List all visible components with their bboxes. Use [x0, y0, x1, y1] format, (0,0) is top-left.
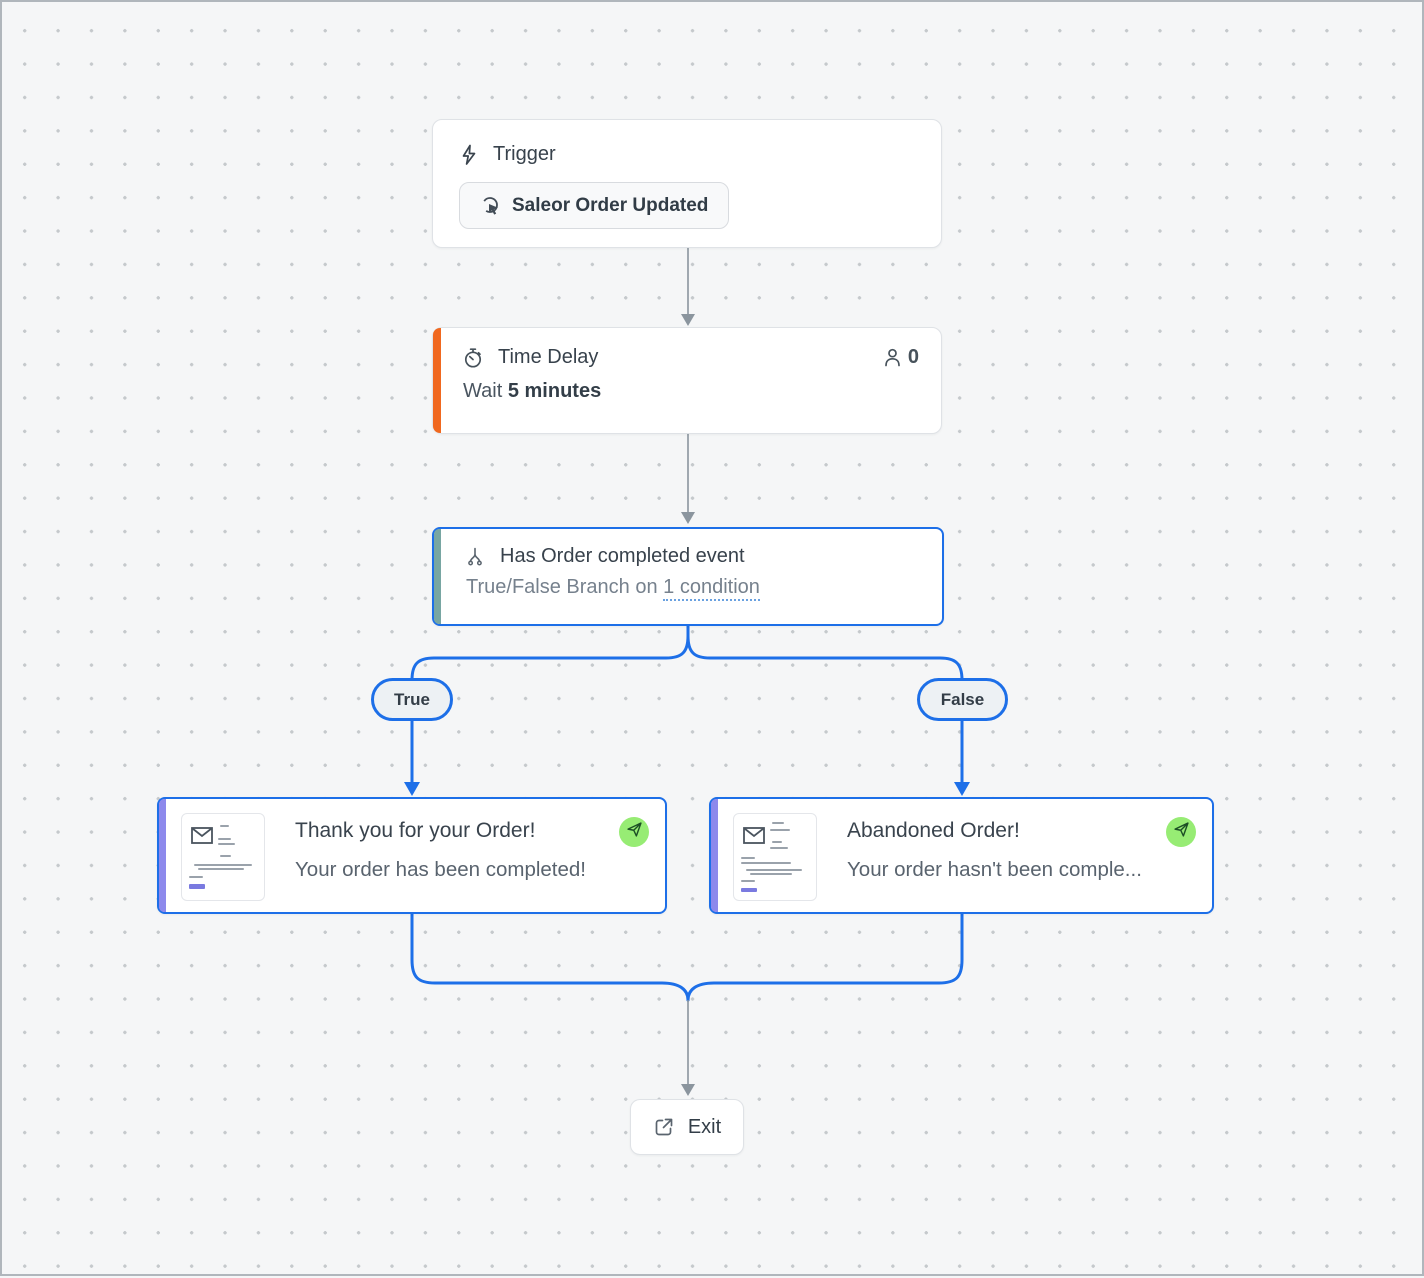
bolt-icon — [459, 144, 479, 166]
trigger-event-label: Saleor Order Updated — [512, 194, 709, 216]
condition-node[interactable]: Has Order completed event True/False Bra… — [432, 527, 944, 626]
branch-fork-icon — [466, 546, 484, 567]
envelope-icon — [191, 827, 213, 849]
email-accent-stripe — [711, 799, 718, 912]
trigger-node[interactable]: Trigger Saleor Order Updated — [432, 119, 942, 248]
stopwatch-icon — [463, 347, 484, 369]
send-icon — [1173, 821, 1190, 843]
trigger-title: Trigger — [493, 143, 556, 165]
delay-accent-stripe — [433, 328, 441, 433]
branch-true-label: True — [394, 689, 430, 709]
email-preview-thumbnail — [181, 813, 265, 901]
email-subtitle: Your order has been completed! — [295, 858, 586, 881]
email-node-false[interactable]: Abandoned Order! Your order hasn't been … — [709, 797, 1214, 914]
condition-subtitle: True/False Branch on 1 condition — [466, 576, 922, 601]
branch-true-pill[interactable]: True — [371, 678, 453, 721]
arrowhead — [681, 314, 695, 326]
email-accent-stripe — [159, 799, 166, 912]
condition-title: Has Order completed event — [500, 545, 745, 567]
email-title: Abandoned Order! — [847, 819, 1020, 842]
email-subtitle: Your order hasn't been comple... — [847, 858, 1142, 881]
branch-false-pill[interactable]: False — [917, 678, 1008, 721]
user-count-value: 0 — [907, 346, 919, 368]
person-icon — [884, 348, 901, 367]
time-delay-node[interactable]: Time Delay 0 Wait 5 minutes — [432, 327, 942, 434]
trigger-event-button[interactable]: Saleor Order Updated — [459, 182, 730, 229]
exit-node[interactable]: Exit — [630, 1099, 744, 1155]
envelope-icon — [743, 827, 765, 849]
branch-false-label: False — [940, 689, 985, 709]
email-node-true[interactable]: Thank you for your Order! Your order has… — [157, 797, 667, 914]
edge-merge-left — [410, 912, 690, 1002]
edge-branch-false — [686, 624, 964, 684]
arrowhead — [404, 782, 420, 796]
arrowhead — [954, 782, 970, 796]
edge-merge-right — [686, 912, 964, 1002]
external-link-icon — [653, 1116, 675, 1138]
click-target-icon — [480, 195, 502, 217]
send-status-badge — [619, 817, 649, 847]
email-preview-thumbnail — [733, 813, 817, 901]
send-icon — [626, 821, 643, 843]
email-title: Thank you for your Order! — [295, 819, 536, 842]
arrowhead — [681, 1084, 695, 1096]
edge-branch-true — [410, 624, 690, 684]
delay-title: Time Delay — [498, 346, 599, 368]
exit-label: Exit — [687, 1115, 722, 1138]
arrowhead — [681, 512, 695, 524]
send-status-badge — [1166, 817, 1196, 847]
condition-count-link[interactable]: 1 condition — [663, 576, 760, 601]
condition-accent-stripe — [434, 529, 441, 624]
user-count: 0 — [884, 346, 919, 369]
delay-description: Wait 5 minutes — [463, 380, 602, 402]
